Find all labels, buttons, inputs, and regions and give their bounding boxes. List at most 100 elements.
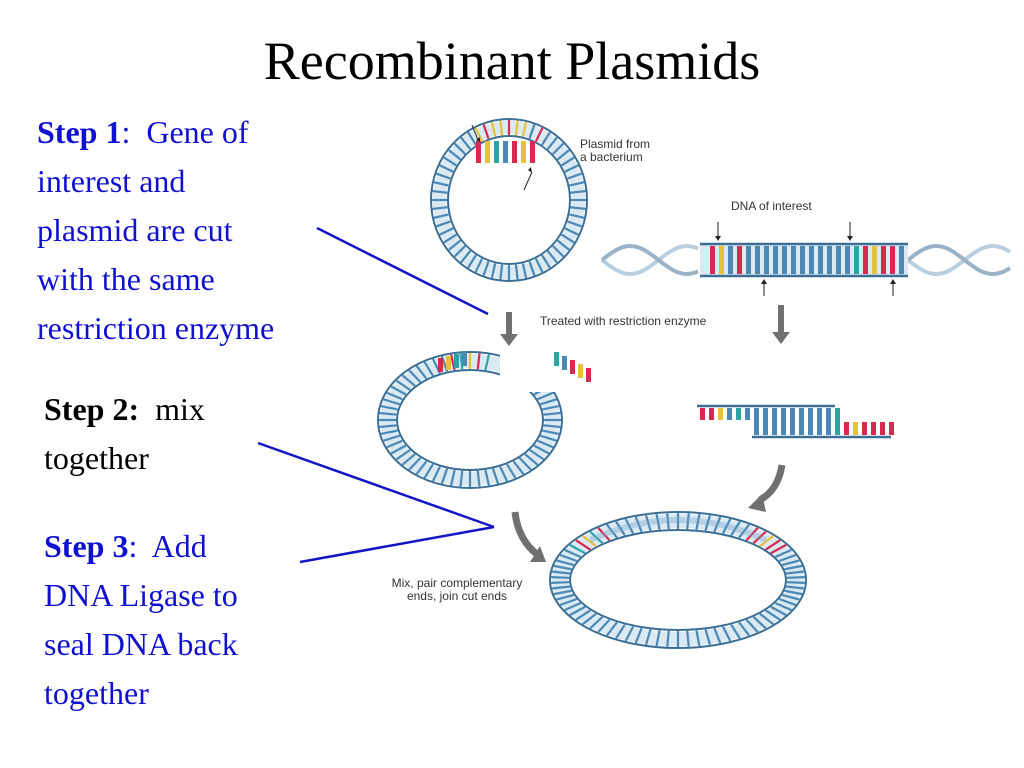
plasmid-ring-rung xyxy=(443,156,458,167)
plasmid-ring-rung xyxy=(448,239,462,251)
fragment-base-pair xyxy=(835,408,840,435)
connector-line-step-1 xyxy=(316,226,489,316)
step-3-line-4: together xyxy=(44,675,149,711)
plasmid-label-line-1: Plasmid from xyxy=(580,137,651,151)
fragment-base-pair xyxy=(862,422,867,435)
recombinant-plasmid-rung xyxy=(553,589,572,596)
plasmid-base-pair xyxy=(503,141,508,163)
step-1-text: Step 1: Gene of interest and plasmid are… xyxy=(37,108,337,353)
plasmid-ring-rung xyxy=(435,220,451,228)
cut-plasmid-rung xyxy=(484,354,490,371)
recombinant-plasmid-rung xyxy=(551,585,571,590)
recombinant-plasmid-rung xyxy=(589,530,604,544)
dna-base-pair xyxy=(773,246,778,274)
fragment-base-pair xyxy=(853,422,858,435)
fragment-base-pair xyxy=(718,408,723,420)
cut-site-arrow-icon xyxy=(890,279,896,284)
plasmid-ring-rung xyxy=(474,127,484,142)
cut-plasmid-rung xyxy=(537,439,554,449)
recombinant-plasmid-rung xyxy=(704,514,712,531)
recombinant-plasmid-rung xyxy=(784,564,803,571)
plasmid-ring-rung xyxy=(567,220,583,228)
recombinant-plasmid-rung xyxy=(615,623,626,640)
recombinant-plasmid-rung xyxy=(695,630,701,647)
recombinant-plasmid-rung xyxy=(581,612,597,626)
plasmid-ring-rung xyxy=(467,254,477,269)
fragment-base-pair xyxy=(745,408,750,420)
fragment-base-pair xyxy=(763,408,768,435)
recombinant-plasmid-rung xyxy=(738,621,750,637)
recombinant-plasmid-rung xyxy=(759,534,775,548)
recombinant-plasmid-rung xyxy=(686,513,690,530)
recombinant-plasmid-rung xyxy=(695,513,701,530)
recombinant-plasmid-rung xyxy=(765,539,781,551)
fragment-base-pair xyxy=(844,422,849,435)
step-1-separator: : xyxy=(121,114,147,150)
recombinant-plasmid-rung xyxy=(606,621,618,637)
sticky-end-base xyxy=(462,352,467,366)
sticky-end-base xyxy=(554,352,559,366)
fragment-base-pair xyxy=(736,408,741,420)
plasmid-ring-rung xyxy=(514,120,519,136)
step-3-line-2: DNA Ligase to xyxy=(44,577,238,613)
cut-plasmid-gap xyxy=(500,345,560,392)
plasmid-ring-rung xyxy=(439,164,454,173)
plasmid-ring-rung xyxy=(490,263,497,279)
recombinant-plasmid-rung xyxy=(785,570,805,575)
cut-plasmid-rung xyxy=(408,457,422,471)
recombinant-plasmid-rung xyxy=(551,576,570,579)
cut-plasmid-inner-strand xyxy=(396,369,544,471)
dna-base-pair xyxy=(728,246,733,274)
recombinant-plasmid-rung xyxy=(581,534,597,548)
dna-base-pair xyxy=(764,246,769,274)
recombinant-plasmid-rung xyxy=(597,527,611,542)
cut-plasmid-rung xyxy=(543,424,561,429)
recombinant-plasmid-rung xyxy=(666,513,670,530)
dna-base-pair xyxy=(845,246,850,274)
fragment-base-pair xyxy=(808,408,813,435)
treated-label: Treated with restriction enzyme xyxy=(540,314,707,328)
dna-base-pair xyxy=(890,246,895,274)
recombinant-plasmid-rung xyxy=(569,543,586,555)
recombinant-plasmid-rung xyxy=(713,516,722,533)
cut-plasmid-rung xyxy=(542,429,560,436)
plasmid-ring-rung xyxy=(521,263,528,279)
step-1-line-3: plasmid are cut xyxy=(37,212,233,248)
dna-base-pair xyxy=(710,246,715,274)
cut-plasmid-rung xyxy=(423,463,434,479)
recombinant-plasmid-rung xyxy=(745,618,759,633)
plasmid-ring-rung xyxy=(564,227,579,236)
process-arrow-icon xyxy=(500,334,518,346)
cut-plasmid-rung xyxy=(499,466,509,482)
plasmid-ring-rung xyxy=(546,250,558,264)
fragment-base-pair xyxy=(826,408,831,435)
sticky-end-base xyxy=(446,356,451,370)
dna-base-pair xyxy=(872,246,877,274)
cut-plasmid-rung xyxy=(423,361,434,377)
dna-base-pair xyxy=(800,246,805,274)
cut-plasmid-outer-strand xyxy=(377,351,563,489)
plasmid-ring-rung xyxy=(460,136,472,150)
fragment-base-pair xyxy=(772,408,777,435)
cut-plasmid-rung xyxy=(506,463,517,479)
cut-plasmid-rung xyxy=(491,468,500,485)
plasmid-label: Plasmid from a bacterium xyxy=(580,138,650,164)
step-1-line-4: with the same xyxy=(37,261,215,297)
cut-plasmid-rung xyxy=(401,374,416,387)
recombinant-plasmid-rung xyxy=(553,564,572,571)
cut-site-arrow-icon xyxy=(528,167,532,173)
step-1-line-1: Step 1: Gene of xyxy=(37,108,337,157)
dna-base-pair xyxy=(746,246,751,274)
plasmid-ring-rung xyxy=(499,264,504,280)
step-2-line-1: Step 2: mix xyxy=(44,385,284,434)
recombinant-plasmid-rung xyxy=(564,601,582,612)
recombinant-plasmid-rung xyxy=(752,616,767,630)
fragment-base-pair xyxy=(871,422,876,435)
step-3-line-1: Step 3: Add xyxy=(44,522,304,571)
cut-plasmid-rung xyxy=(476,353,481,370)
plasmid-ring-rung xyxy=(570,189,586,194)
dna-base-pair xyxy=(791,246,796,274)
dna-helix-strand xyxy=(600,243,699,277)
plasmid-ring-rung xyxy=(453,142,466,155)
recombinant-plasmid-rung xyxy=(644,629,652,646)
